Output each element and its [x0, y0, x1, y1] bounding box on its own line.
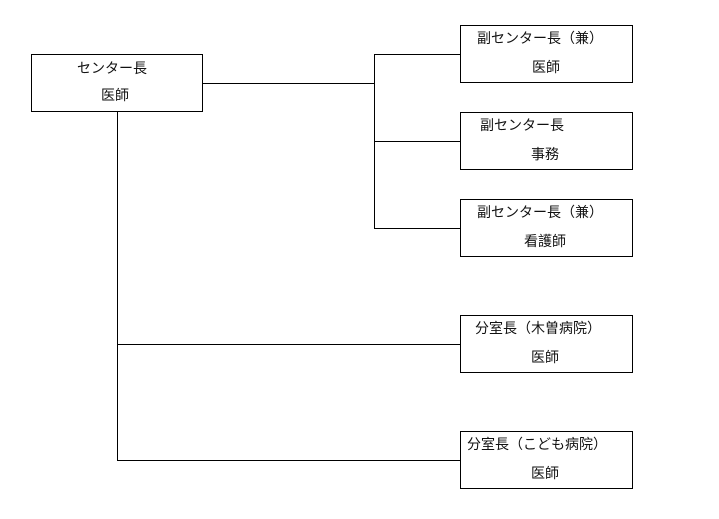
deputy-3-title: 副センター長（兼） — [477, 205, 603, 221]
branch-box-1: 分室長（木曽病院） 医師 — [460, 315, 633, 373]
deputy-2-title: 副センター長 — [480, 118, 564, 134]
deputy-2-role: 事務 — [531, 147, 559, 163]
deputy-box-2: 副センター長 事務 — [460, 112, 633, 170]
branch-1-role: 医師 — [531, 350, 559, 366]
deputy-box-3: 副センター長（兼） 看護師 — [460, 199, 633, 257]
branch-box-2: 分室長（こども病院） 医師 — [460, 431, 633, 489]
deputy-box-1: 副センター長（兼） 医師 — [460, 25, 633, 83]
deputy-1-title: 副センター長（兼） — [477, 31, 603, 47]
director-role: 医師 — [101, 88, 129, 104]
branch-1-title: 分室長（木曽病院） — [475, 321, 601, 337]
director-box: センター長 医師 — [31, 54, 203, 112]
deputy-3-role: 看護師 — [524, 234, 566, 250]
branch-2-role: 医師 — [531, 466, 559, 482]
director-title: センター長 — [77, 61, 147, 77]
branch-2-title: 分室長（こども病院） — [467, 437, 607, 453]
deputy-1-role: 医師 — [532, 60, 560, 76]
